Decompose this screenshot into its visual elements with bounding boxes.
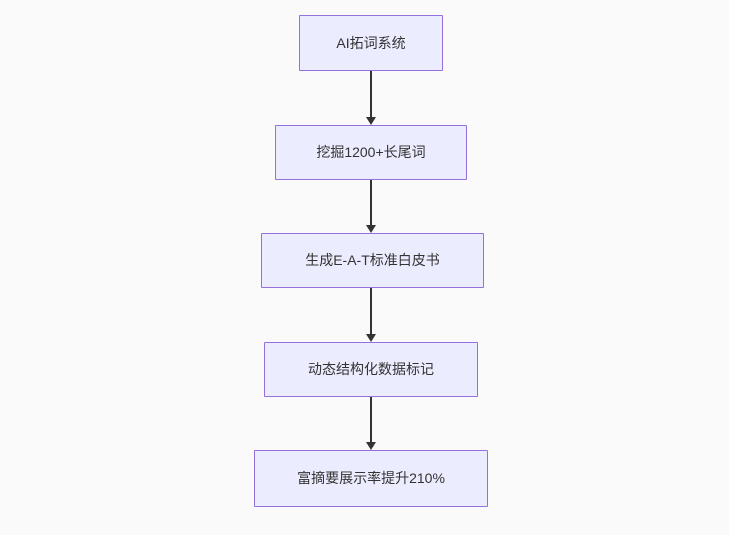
node-label: 富摘要展示率提升210% [297,470,445,487]
node-label: AI拓词系统 [336,34,406,51]
flow-node-ai-keyword-system: AI拓词系统 [299,15,443,71]
arrow-head-icon [366,334,376,342]
flow-node-longtail-mining: 挖掘1200+长尾词 [275,125,467,180]
node-label: 生成E-A-T标准白皮书 [305,252,440,269]
flow-node-structured-data: 动态结构化数据标记 [264,342,478,397]
flow-arrow-3 [365,288,377,342]
flow-arrow-4 [365,397,377,450]
flow-node-rich-snippet-result: 富摘要展示率提升210% [254,450,488,507]
node-label: 挖掘1200+长尾词 [316,144,426,161]
arrow-line [370,71,372,118]
arrow-head-icon [366,117,376,125]
arrow-head-icon [366,225,376,233]
node-label: 动态结构化数据标记 [308,361,434,378]
arrow-line [370,180,372,226]
flow-node-eat-whitepaper: 生成E-A-T标准白皮书 [261,233,484,288]
arrow-line [370,397,372,443]
arrow-line [370,288,372,335]
flow-arrow-1 [365,71,377,125]
flow-arrow-2 [365,180,377,233]
arrow-head-icon [366,442,376,450]
